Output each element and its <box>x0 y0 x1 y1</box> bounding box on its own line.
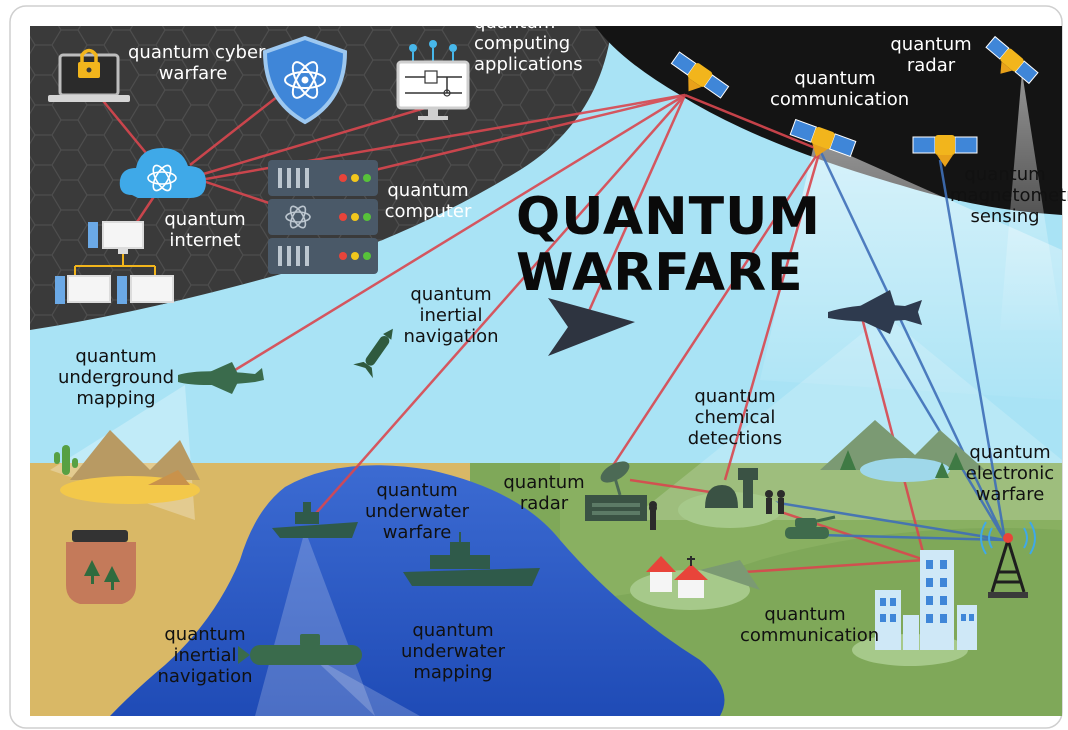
tank-icon <box>785 515 836 539</box>
server-rack-icon <box>268 160 378 274</box>
drone-icon <box>178 362 264 394</box>
quantum-cloud-icon <box>119 148 206 198</box>
communication-tower-icon <box>980 521 1036 598</box>
satellite-magnetometry-icon <box>912 135 978 167</box>
satellite-radar-icon <box>985 35 1039 85</box>
village-icon <box>630 556 760 610</box>
laptop-lock-icon <box>48 48 130 102</box>
fighter-jet-icon <box>828 290 922 334</box>
mountain-lake-icon <box>820 420 985 482</box>
submarine-sonar-beam <box>310 655 420 716</box>
satellite-beam <box>760 140 1062 400</box>
stealth-bomber-icon <box>548 298 635 356</box>
submarine-icon <box>238 634 362 665</box>
satellite-relay-icon <box>789 118 857 158</box>
city-buildings-icon <box>852 550 977 666</box>
quantum-circuit-monitor-icon <box>396 40 470 120</box>
warship-icon <box>403 532 540 586</box>
military-base-icon <box>678 468 785 528</box>
satellite-communication-icon <box>670 51 730 99</box>
title-line-quantum: QUANTUM <box>516 187 822 247</box>
internet-computers-icon <box>55 221 174 304</box>
label-quantum-magnetometry-sensing: quantummagnetometrysensing <box>950 164 1068 227</box>
title-line-warfare: WARFARE <box>516 243 804 303</box>
radar-satellite-beam <box>1000 72 1062 330</box>
ship-sonar-beam <box>255 530 375 716</box>
soldier-icon <box>649 504 657 530</box>
desert-scene-icon <box>54 430 200 504</box>
blue-links <box>729 149 1007 542</box>
underground-cross-section-icon <box>66 530 136 604</box>
shield-atom-icon <box>262 35 348 125</box>
patrol-ship-icon <box>272 502 358 538</box>
missile-icon <box>353 328 393 379</box>
